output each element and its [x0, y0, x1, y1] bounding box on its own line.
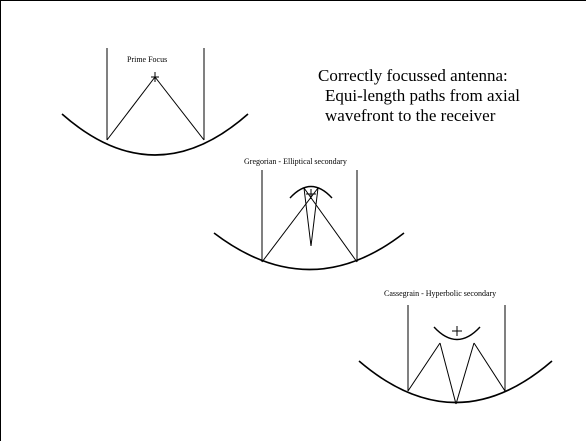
gregorian-diagram [213, 170, 405, 271]
cassegrain-dish [358, 360, 553, 404]
cassegrain-right-reflection [473, 342, 506, 392]
slide-left-border [0, 0, 1, 441]
prime-focus-feed-icon [151, 72, 159, 82]
gregorian-return-ray-left [303, 187, 312, 247]
gregorian-return-ray-right [310, 187, 319, 247]
cassegrain-return-ray-right [455, 342, 475, 405]
cassegrain-left-reflection [407, 342, 441, 392]
cassegrain-label: Cassegrain - Hyperbolic secondary [384, 289, 497, 298]
prime-focus-left-reflection [106, 76, 156, 141]
cassegrain-diagram [358, 305, 553, 405]
cassegrain-focus-icon [452, 326, 462, 336]
caption-block: Correctly focussed antenna: Equi-length … [318, 66, 520, 126]
gregorian-label: Gregorian - Elliptical secondary [244, 157, 347, 166]
gregorian-dish [213, 232, 405, 271]
prime-focus-label: Prime Focus [127, 55, 168, 64]
cassegrain-secondary-reflector [433, 326, 481, 341]
caption-line-1: Correctly focussed antenna: [318, 66, 508, 85]
prime-focus-diagram [61, 48, 249, 156]
prime-focus-right-reflection [154, 76, 205, 141]
slide-top-border [0, 0, 586, 1]
caption-line-2: Equi-length paths from axial [325, 86, 520, 105]
prime-focus-dish [61, 113, 249, 156]
gregorian-focus-icon [306, 189, 316, 199]
gregorian-secondary-reflector [289, 185, 333, 199]
cassegrain-return-ray-left [439, 342, 457, 405]
gregorian-left-reflection [261, 187, 319, 263]
gregorian-right-reflection [303, 187, 358, 263]
caption-line-3: wavefront to the receiver [325, 106, 496, 125]
